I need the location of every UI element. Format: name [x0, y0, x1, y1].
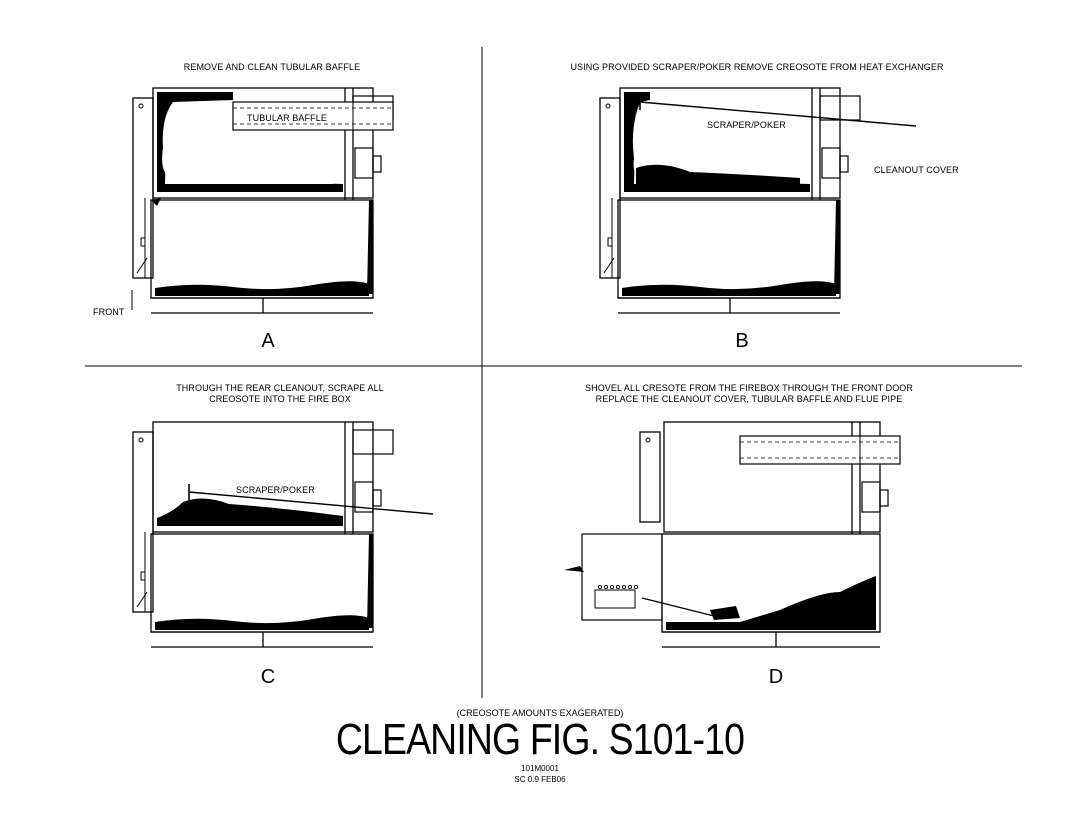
scraper-poker-label-b: SCRAPER/POKER	[707, 120, 786, 130]
cleanout-cover-label: CLEANOUT COVER	[874, 165, 959, 175]
panel-c-stove	[132, 421, 434, 648]
panel-d-caption-line2: REPLACE THE CLEANOUT COVER, TUBULAR BAFF…	[595, 394, 903, 404]
panel-letter-a: A	[261, 330, 275, 352]
panel-letter-b: B	[735, 330, 749, 352]
figure-title: CLEANING FIG. S101-10	[335, 715, 745, 764]
front-label: FRONT	[93, 307, 125, 317]
panel-a-stove	[132, 87, 394, 314]
panel-b-stove	[599, 87, 917, 314]
scraper-poker-label-c: SCRAPER/POKER	[236, 485, 315, 495]
panel-c-caption-line2: CREOSOTE INTO THE FIRE BOX	[209, 394, 351, 404]
panel-c-caption-line1: THROUGH THE REAR CLEANOUT, SCRAPE ALL	[176, 383, 384, 393]
panel-letter-c: C	[260, 666, 276, 688]
panel-d-caption-line1: SHOVEL ALL CRESOTE FROM THE FIREBOX THRO…	[584, 383, 914, 393]
panel-letter-d: D	[768, 666, 784, 688]
creosote-note: (CREOSOTE AMOUNTS EXAGERATED)	[456, 708, 624, 718]
tubular-baffle-label: TUBULAR BAFFLE	[247, 113, 327, 123]
panel-a-caption: REMOVE AND CLEAN TUBULAR BAFFLE	[183, 62, 361, 72]
panel-b-caption: USING PROVIDED SCRAPER/POKER REMOVE CREO…	[570, 62, 944, 72]
panel-d-stove	[564, 421, 901, 648]
scale-date: SC 0.9 FEB06	[514, 775, 566, 784]
drawing-number: 101M0001	[521, 764, 559, 773]
